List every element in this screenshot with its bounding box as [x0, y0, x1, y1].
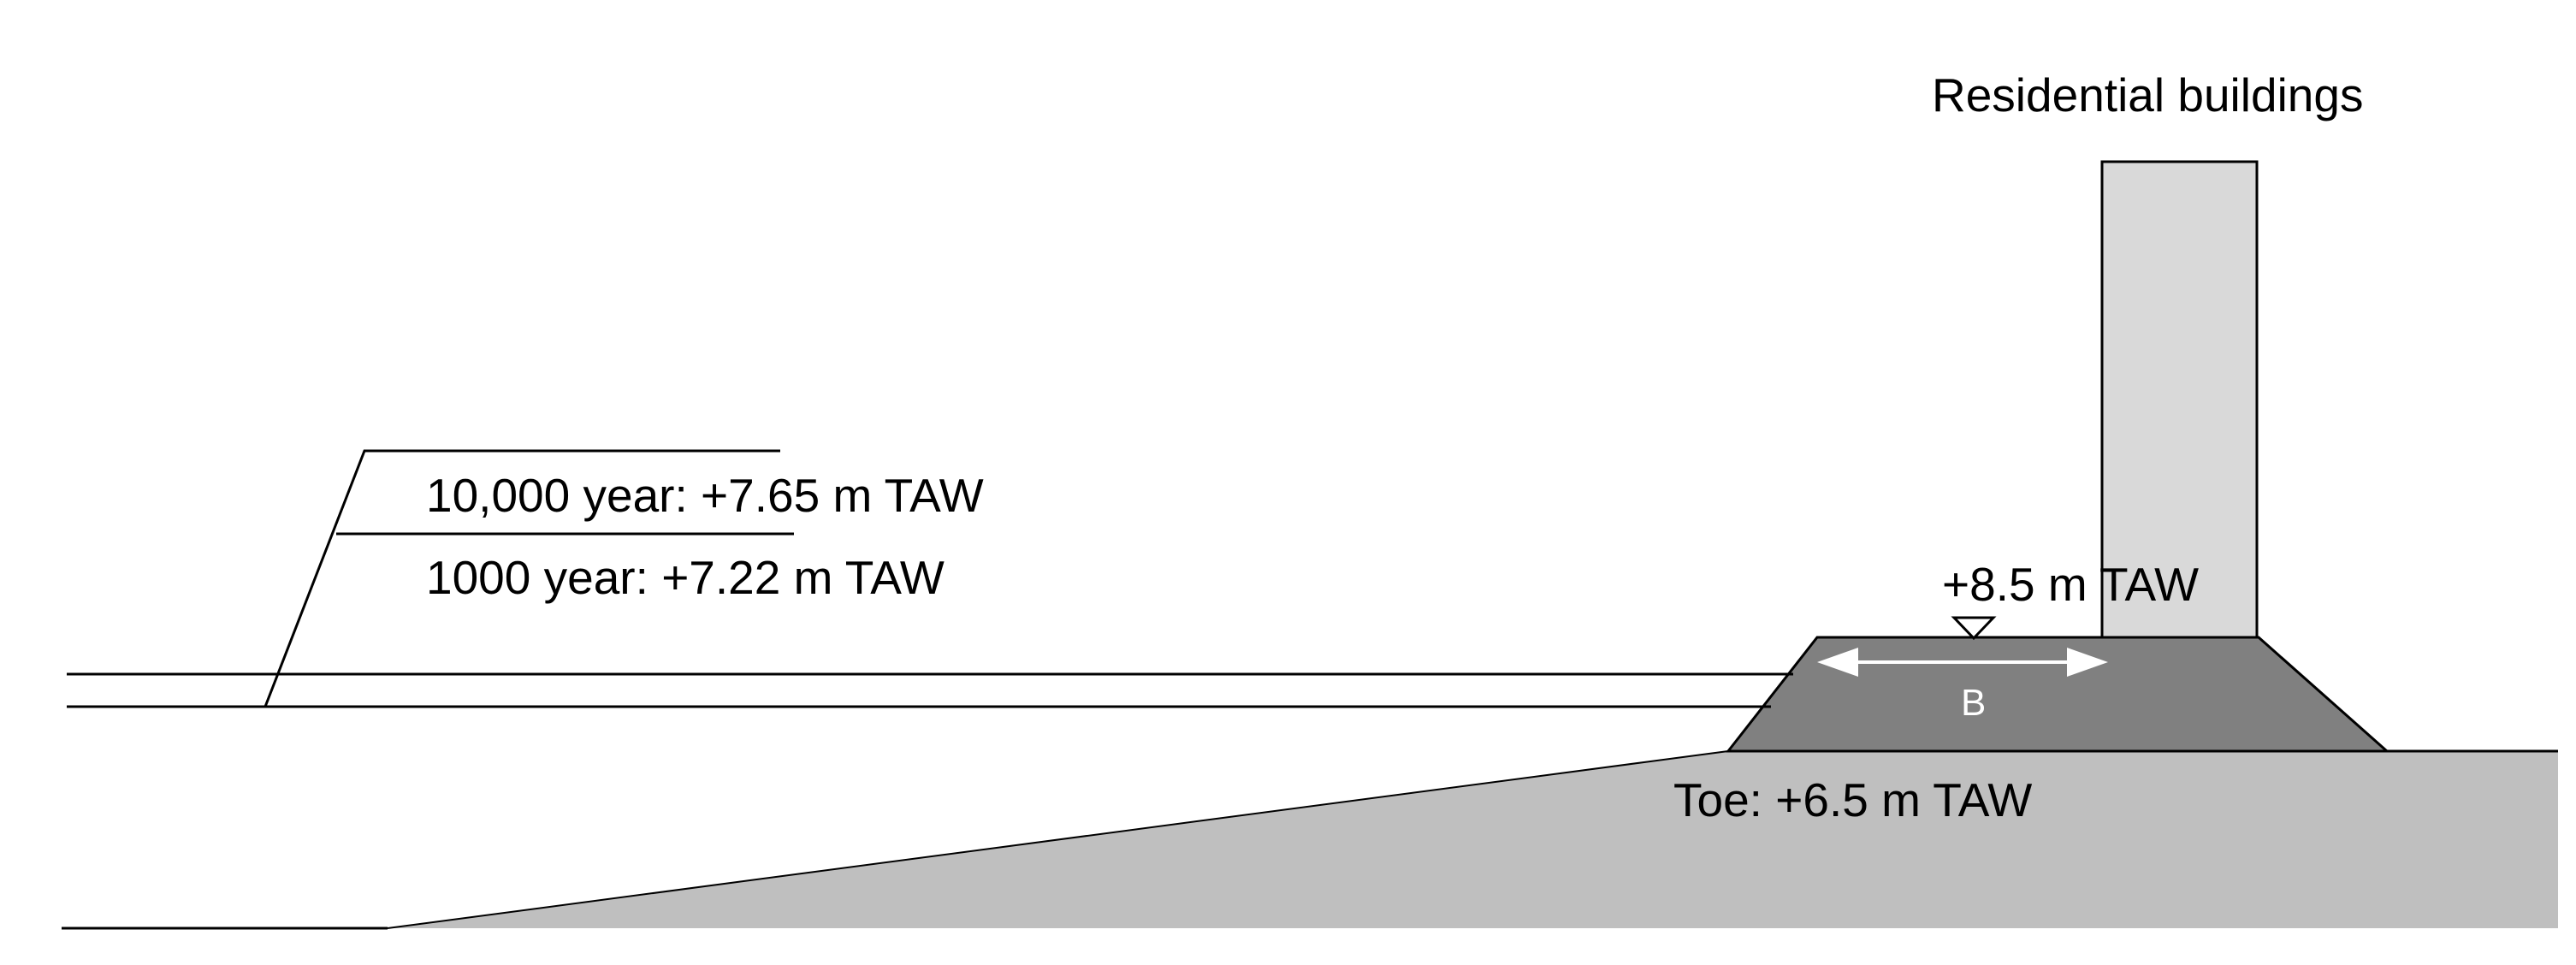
ground-slope — [388, 751, 2558, 928]
level-10000-label: 10,000 year: +7.65 m TAW — [426, 469, 984, 522]
width-arrow-left-head-icon — [1817, 648, 1858, 677]
width-arrow-right-head-icon — [2067, 648, 2108, 677]
crest-level-marker-icon — [1951, 616, 1997, 641]
ground-top-edge — [387, 750, 1729, 929]
level-1000-label: 1000 year: +7.22 m TAW — [426, 551, 945, 604]
buildings-label: Residential buildings — [1932, 68, 2363, 121]
toe-level-label: Toe: +6.5 m TAW — [1673, 773, 2032, 826]
crest-level-label: +8.5 m TAW — [1942, 558, 2199, 611]
leader-10000 — [264, 449, 780, 707]
width-symbol-label: B — [1961, 682, 1986, 724]
residential-building — [2100, 160, 2259, 639]
dike-body — [1725, 636, 2390, 753]
